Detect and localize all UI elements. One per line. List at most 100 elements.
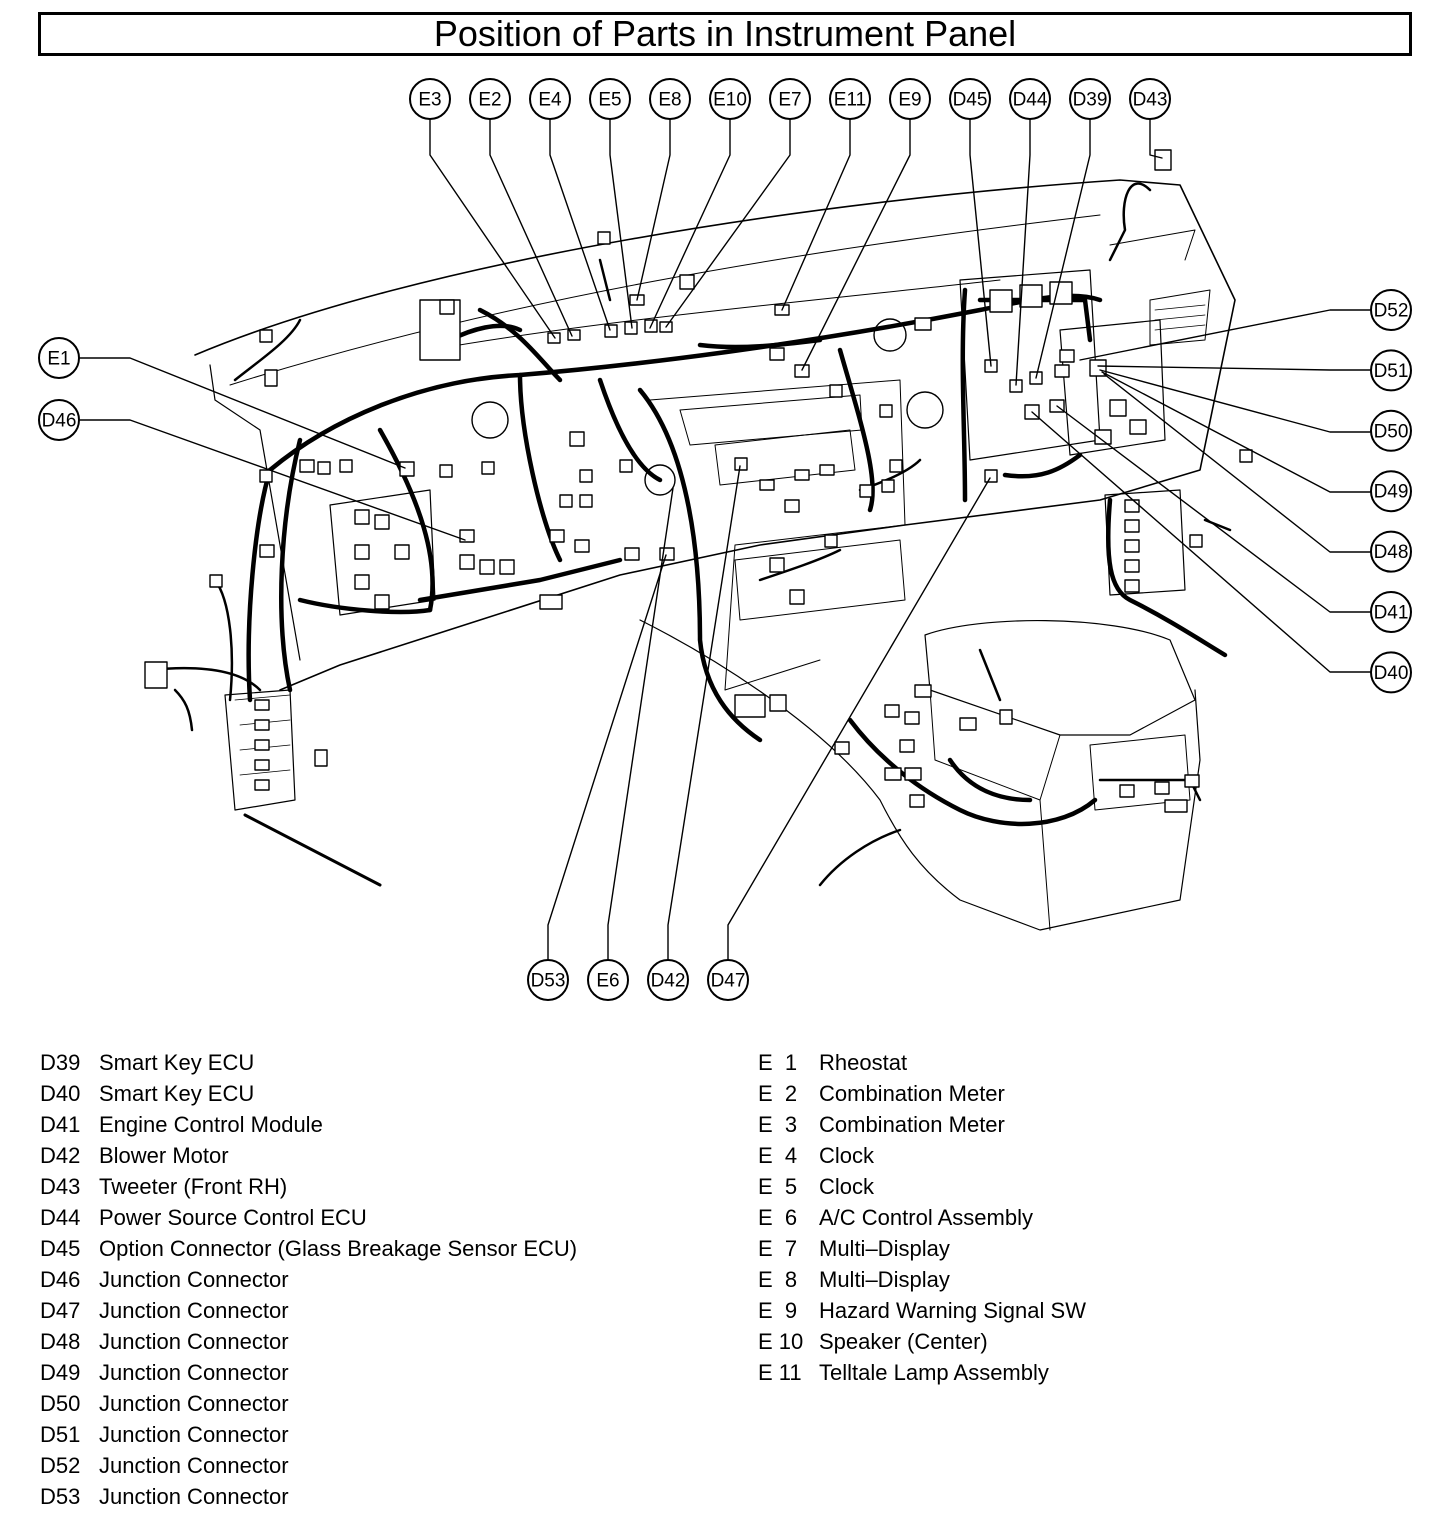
callout-label: D47 [711, 971, 746, 992]
legend-code: D46 [40, 1267, 81, 1292]
callout-d44: D44 [1009, 78, 1051, 120]
legend-code: E 9 [758, 1298, 798, 1323]
callout-circle [1370, 409, 1412, 452]
callout-circle [38, 399, 80, 441]
legend-code: D45 [40, 1236, 81, 1261]
callout-circle [1370, 289, 1412, 331]
legend-left-row: D39 Smart Key ECU [40, 1047, 577, 1078]
legend-part-name: Power Source Control ECU [99, 1205, 367, 1230]
callout-label: E6 [596, 971, 619, 992]
callout-circle [829, 78, 871, 120]
callout-circle [529, 78, 571, 120]
callout-d51: D51 [1370, 349, 1412, 392]
legend-right-row: E 4 Clock [758, 1140, 1086, 1171]
legend-code: D42 [40, 1143, 81, 1168]
callout-circle [649, 78, 691, 120]
legend-code: D49 [40, 1360, 81, 1385]
callout-d45: D45 [949, 78, 991, 120]
legend-code: D40 [40, 1081, 81, 1106]
callout-label: E3 [418, 90, 441, 111]
callout-label: E10 [713, 90, 747, 111]
legend-part-name: Hazard Warning Signal SW [819, 1298, 1086, 1323]
callout-d50: D50 [1370, 409, 1412, 452]
main-harness [267, 293, 1103, 473]
legend-left-row: D48 Junction Connector [40, 1326, 577, 1357]
callout-e2: E2 [469, 78, 511, 120]
legend-right-row: E 5 Clock [758, 1171, 1086, 1202]
callout-circle [38, 337, 80, 379]
legend-code: D47 [40, 1298, 81, 1323]
callout-d41: D41 [1370, 591, 1412, 633]
callout-d46: D46 [38, 399, 80, 441]
legend-part-name: Junction Connector [99, 1422, 289, 1447]
callout-circle [769, 78, 811, 120]
legend-part-name: A/C Control Assembly [819, 1205, 1033, 1230]
legend-left-row: D46 Junction Connector [40, 1264, 577, 1295]
callout-label: D43 [1133, 90, 1168, 111]
callout-d39: D39 [1069, 78, 1111, 120]
callout-circle [1370, 530, 1412, 573]
legend-part-name: Clock [819, 1174, 875, 1199]
callout-label: D52 [1374, 301, 1409, 322]
legend-part-name: Junction Connector [99, 1329, 289, 1354]
legend-code: D43 [40, 1174, 81, 1199]
legend-part-name: Clock [819, 1143, 875, 1168]
legend-code: D53 [40, 1484, 81, 1509]
callout-label: E2 [478, 90, 501, 111]
legend-code: D50 [40, 1391, 81, 1416]
legend-code: D41 [40, 1112, 81, 1137]
callout-circle [587, 959, 629, 1001]
callout-label: D49 [1374, 482, 1409, 503]
callout-label: D41 [1374, 603, 1409, 624]
legend-part-name: Junction Connector [99, 1391, 289, 1416]
callout-d43: D43 [1129, 78, 1171, 120]
legend-part-name: Multi–Display [819, 1267, 950, 1292]
legend-part-name: Smart Key ECU [99, 1050, 255, 1075]
callout-circle [469, 78, 511, 120]
callout-circle [1370, 651, 1412, 694]
legend-code: D48 [40, 1329, 81, 1354]
callout-e10: E10 [709, 78, 751, 120]
console-outline [639, 619, 1201, 931]
dashboard-outline [194, 179, 1236, 691]
callout-circle [1370, 591, 1412, 633]
legend-code: E 1 [758, 1050, 798, 1075]
callout-label: D48 [1374, 542, 1409, 563]
legend-code: D44 [40, 1205, 81, 1230]
legend-code: E 7 [758, 1236, 798, 1261]
instrument-panel-diagram: E3E2E4E5E8E10E7E11E9D45D44D39D43E1D46D52… [38, 78, 1412, 1001]
legend-code: D39 [40, 1050, 81, 1075]
legend-left-row: D42 Blower Motor [40, 1140, 577, 1171]
legend-code: E 4 [758, 1143, 798, 1168]
callout-label: D46 [42, 411, 77, 432]
callout-circle [527, 959, 569, 1001]
callout-label: D39 [1073, 90, 1108, 111]
callout-e9: E9 [889, 78, 931, 120]
legend-part-name: Rheostat [819, 1050, 908, 1075]
callout-label: D53 [531, 971, 566, 992]
callout-e11: E11 [829, 78, 871, 120]
callout-label: E11 [834, 90, 866, 111]
callout-circle [1370, 349, 1412, 392]
callout-circle [1009, 78, 1051, 120]
legend-code: E 10 [758, 1329, 804, 1354]
legend-code: E 5 [758, 1174, 798, 1199]
callout-circle [589, 78, 631, 120]
legend-right-row: E 9 Hazard Warning Signal SW [758, 1295, 1086, 1326]
legend-part-name: Blower Motor [99, 1143, 229, 1168]
callout-d47: D47 [707, 959, 749, 1001]
legend-code: D52 [40, 1453, 81, 1478]
legend-part-name: Junction Connector [99, 1267, 289, 1292]
